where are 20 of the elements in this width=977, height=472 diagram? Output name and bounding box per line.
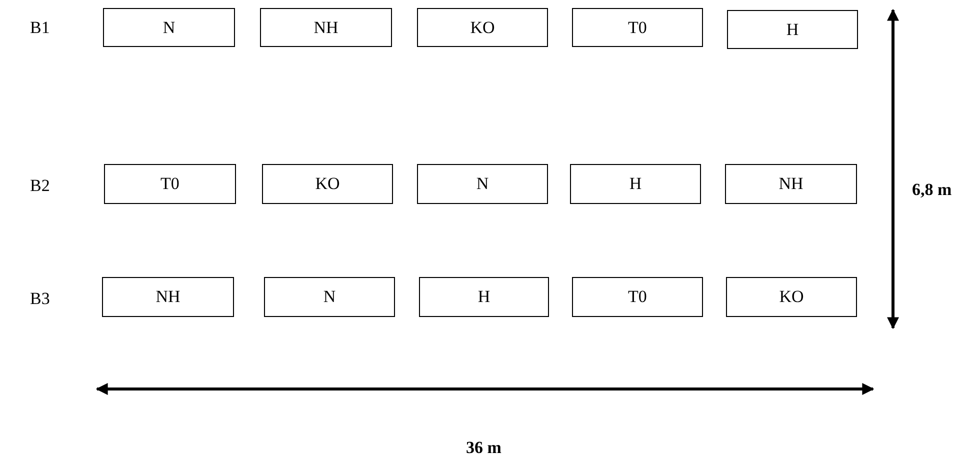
plot-box: N	[417, 164, 548, 204]
plot-box: T0	[572, 8, 703, 47]
plot-box: NH	[725, 164, 857, 204]
plot-box: KO	[726, 277, 857, 317]
row-label: B2	[30, 176, 50, 196]
plot-box: T0	[572, 277, 703, 317]
plot-box: H	[419, 277, 549, 317]
row-label: B1	[30, 18, 50, 38]
plot-box: T0	[104, 164, 236, 204]
row-label: B3	[30, 289, 50, 309]
plot-box: KO	[417, 8, 548, 47]
plot-box: KO	[262, 164, 393, 204]
plot-box: N	[264, 277, 395, 317]
plot-box: H	[570, 164, 701, 204]
plot-box: N	[103, 8, 235, 47]
plot-box: NH	[102, 277, 234, 317]
dimension-label: 36 m	[466, 438, 502, 458]
plot-box: NH	[260, 8, 392, 47]
dimension-label: 6,8 m	[912, 180, 952, 200]
plot-box: H	[727, 10, 858, 49]
